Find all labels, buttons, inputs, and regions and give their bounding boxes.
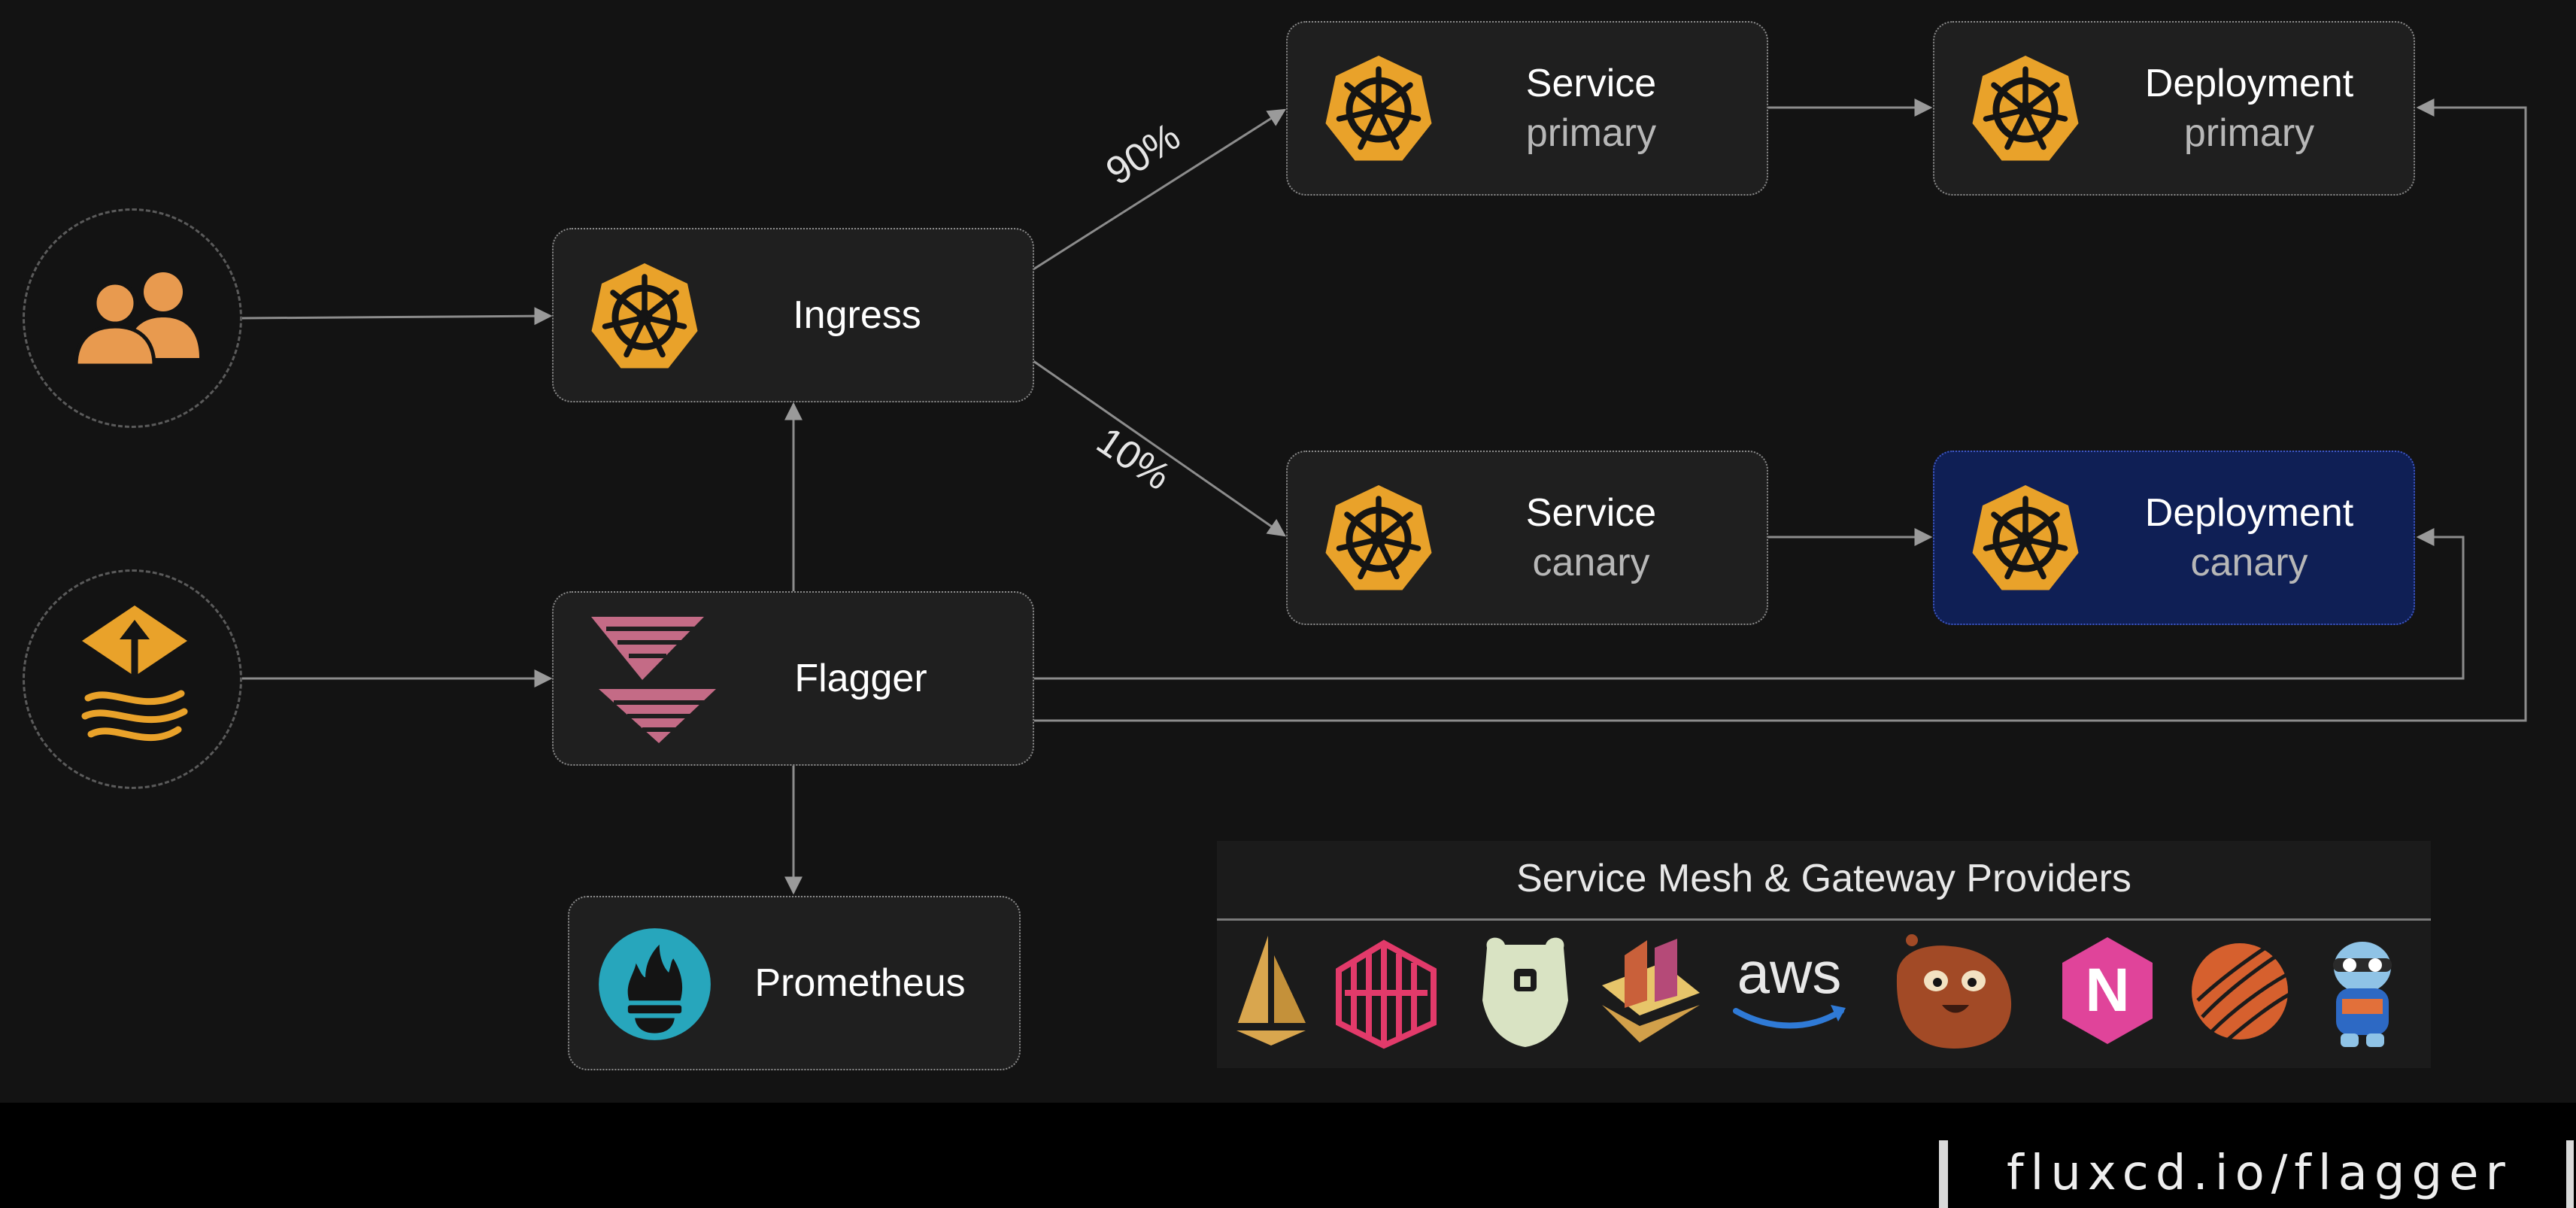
edge-ingress-service-canary (1033, 360, 1286, 537)
deployment-canary-sublabel: canary (2190, 541, 2308, 584)
prometheus-logo (599, 928, 711, 1040)
flagger-label: Flagger (794, 657, 927, 700)
providers-title: Service Mesh & Gateway Providers (1516, 857, 2131, 900)
footer-right-accent (2566, 1140, 2574, 1208)
service-primary-sublabel: primary (1525, 111, 1657, 155)
service-canary-label: Service (1525, 491, 1657, 535)
gloo-logo (1602, 939, 1700, 1043)
kubernetes-icon (1322, 483, 1435, 596)
deployment-canary-label: Deployment (2144, 491, 2354, 535)
istio-logo (1236, 936, 1306, 1046)
footer-bar: fluxcd.io/flagger (0, 1103, 2576, 1208)
nginx-text: N (2085, 956, 2129, 1024)
ingress-node: Ingress (552, 228, 1034, 402)
service-primary-label: Service (1525, 62, 1657, 105)
kuma-logo (1482, 937, 1568, 1047)
architecture-diagram: 90% 10% Ingress (23, 21, 2527, 1070)
flagger-node: Flagger (552, 591, 1034, 766)
service-canary-node: Service canary (1286, 451, 1768, 625)
kubernetes-icon (1322, 53, 1435, 166)
aws-text: aws (1737, 939, 1842, 1006)
users-icon (74, 272, 199, 367)
traefik-logo (2333, 942, 2392, 1047)
deployment-primary-node: Deployment primary (1933, 21, 2415, 196)
flux-icon (81, 606, 188, 741)
gitops-source (23, 569, 242, 789)
prometheus-node: Prometheus (568, 896, 1021, 1070)
users-source (23, 208, 242, 428)
providers-divider (1217, 918, 2431, 921)
aws-logo: aws (1733, 939, 1846, 1029)
nginx-logo: N (2062, 937, 2153, 1044)
providers-panel: Service Mesh & Gateway Providers (1217, 841, 2431, 1068)
prometheus-label: Prometheus (754, 961, 966, 1005)
kubernetes-icon (588, 261, 701, 374)
contour-logo (2192, 943, 2291, 1043)
footer-left-accent (1939, 1140, 1948, 1208)
linkerd-logo (1336, 939, 1437, 1049)
edge-ingress-service-primary (1033, 108, 1287, 271)
ingress-label: Ingress (793, 293, 921, 337)
kubernetes-icon (1969, 53, 2082, 166)
edge-flagger-deployment-canary (1033, 528, 2465, 680)
service-primary-node: Service primary (1286, 21, 1768, 196)
flagger-logo (591, 617, 716, 743)
edge-flagger-deployment-primary (1033, 99, 2527, 722)
skipper-logo (1896, 934, 2012, 1049)
kubernetes-icon (1969, 483, 2082, 596)
connector-layer (241, 99, 2527, 895)
deployment-primary-label: Deployment (2144, 62, 2354, 105)
footer-url[interactable]: fluxcd.io/flagger (2007, 1146, 2512, 1201)
service-canary-sublabel: canary (1532, 541, 1650, 584)
deployment-canary-node: Deployment canary (1933, 451, 2415, 625)
deployment-primary-sublabel: primary (2183, 111, 2315, 155)
edge-users-ingress (241, 307, 553, 326)
